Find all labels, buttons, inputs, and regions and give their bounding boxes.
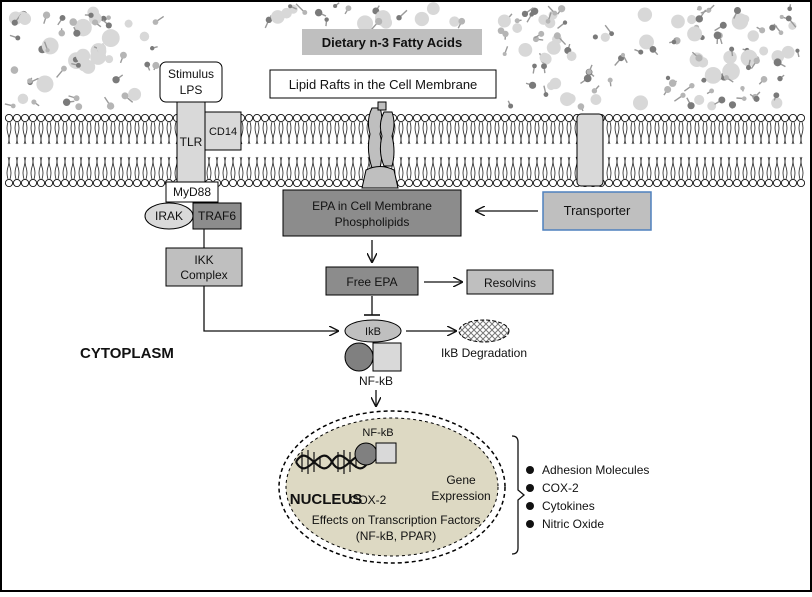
transporter-label: Transporter (564, 203, 631, 218)
ikb-degradation-label: IkB Degradation (441, 346, 527, 360)
nfkb-label: NF-kB (359, 374, 393, 388)
phospholipids-label: Phospholipids (335, 215, 410, 229)
ikb-label: IkB (365, 326, 381, 338)
epa-membrane-box (283, 190, 461, 236)
output-item: COX-2 (542, 481, 579, 495)
nfkb-circle-subunit (345, 343, 373, 371)
nucleus-nfkb-square (376, 443, 396, 463)
output-item: Adhesion Molecules (542, 463, 649, 477)
free-epa-label: Free EPA (346, 275, 397, 289)
irak-label: IRAK (155, 209, 183, 223)
output-bullet (526, 466, 534, 474)
output-item: Nitric Oxide (542, 517, 604, 531)
expression-label: Expression (431, 489, 490, 503)
tlr-label: TLR (180, 135, 203, 149)
transporter-channel (577, 114, 603, 186)
output-bullet (526, 520, 534, 528)
dietary-label: Dietary n-3 Fatty Acids (322, 35, 462, 50)
resolvins-label: Resolvins (484, 276, 536, 290)
lps-label: LPS (180, 83, 203, 97)
complex-label: Complex (180, 268, 227, 282)
myd88-label: MyD88 (173, 185, 211, 199)
effects-factors-label: (NF-kB, PPAR) (356, 529, 436, 543)
nucleus-nfkb-label: NF-kB (362, 427, 393, 439)
cd14-label: CD14 (209, 126, 237, 138)
stimulus-label: Stimulus (168, 67, 214, 81)
output-bullet (526, 502, 534, 510)
nucleus-cox2-label: COX-2 (350, 493, 387, 507)
nucleus-nfkb-circle (355, 443, 377, 465)
ikb-degradation-shape (459, 320, 509, 342)
gene-label: Gene (446, 473, 476, 487)
nfkb-square-subunit (373, 343, 401, 371)
output-item: Cytokines (542, 499, 595, 513)
lipid-rafts-label: Lipid Rafts in the Cell Membrane (289, 77, 478, 92)
output-bullet (526, 484, 534, 492)
ikk-label: IKK (194, 253, 213, 267)
epa-membrane-label: EPA in Cell Membrane (312, 199, 432, 213)
traf6-label: TRAF6 (198, 209, 236, 223)
cytoplasm-label: CYTOPLASM (80, 345, 174, 362)
effects-label: Effects on Transcription Factors (312, 513, 481, 527)
